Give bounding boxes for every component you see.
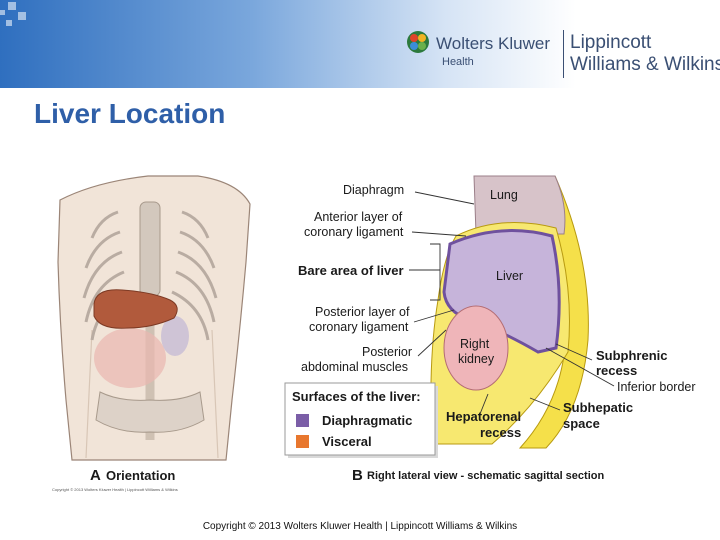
label-hepatorenal: Hepatorenal — [446, 409, 521, 424]
legend-swatch-diaphragmatic — [296, 414, 309, 427]
sagittal-illustration — [430, 175, 589, 449]
figure-b-caption: Right lateral view - schematic sagittal … — [367, 470, 604, 482]
banner-decoration — [18, 12, 26, 20]
banner-decoration — [0, 10, 5, 15]
figure-a-caption: Orientation — [106, 468, 175, 483]
label-diaphragm: Diaphragm — [343, 183, 404, 197]
intestines — [94, 328, 166, 388]
label-liver: Liver — [496, 269, 523, 283]
page-title: Liver Location — [34, 98, 226, 129]
publisher-logo: Wolters Kluwer Health Lippincott William… — [406, 30, 720, 80]
label-subhepatic: Subhepatic — [563, 400, 633, 415]
label-subphrenic: Subphrenic — [596, 348, 668, 363]
pointer-lines — [409, 191, 615, 415]
figure-a-copyright: Copyright © 2013 Wolters Kluwer Health |… — [52, 487, 178, 492]
legend-item-visceral: Visceral — [322, 434, 372, 449]
stomach — [161, 316, 189, 356]
banner-decoration — [6, 20, 12, 26]
legend-item-diaphragmatic: Diaphragmatic — [322, 413, 412, 428]
figure-b-letter: B — [352, 467, 363, 484]
label-kidney: Right — [460, 337, 490, 351]
imprint-line2: Williams & Wilkins — [570, 54, 720, 75]
legend-box — [284, 382, 436, 456]
label-posterior-layer: Posterior layer of — [315, 305, 410, 319]
label-inferior-border: Inferior border — [617, 380, 696, 394]
label-posterior-layer: coronary ligament — [309, 320, 409, 334]
surfaces-legend: Surfaces of the liver: Diaphragmatic Vis… — [284, 382, 438, 458]
wolters-kluwer-logo-icon — [407, 31, 429, 53]
label-hepatorenal: recess — [480, 425, 521, 440]
pelvis — [95, 391, 205, 433]
legend-title: Surfaces of the liver: — [292, 389, 421, 404]
imprint-line1: Lippincott — [570, 32, 652, 53]
rib-cage — [82, 210, 218, 341]
publisher-name: Wolters Kluwer — [436, 34, 550, 53]
label-subhepatic: space — [563, 416, 600, 431]
torso-illustration — [57, 175, 251, 461]
label-lung: Lung — [490, 188, 518, 202]
label-kidney: kidney — [458, 352, 495, 366]
label-posterior-muscles: abdominal muscles — [301, 360, 408, 374]
kidney-shape — [443, 305, 509, 391]
sternum — [139, 201, 161, 297]
footer-copyright: Copyright © 2013 Wolters Kluwer Health |… — [202, 521, 518, 532]
publisher-sub: Health — [442, 56, 474, 68]
label-posterior-muscles: Posterior — [362, 345, 412, 359]
logo-divider — [563, 30, 564, 78]
label-anterior-layer: Anterior layer of — [314, 210, 403, 224]
banner-decoration — [8, 2, 16, 10]
lung-shape — [473, 175, 566, 235]
label-bare-area: Bare area of liver — [298, 263, 404, 278]
label-subphrenic: recess — [596, 363, 637, 378]
figure-a-letter: A — [90, 467, 101, 484]
header-banner — [0, 0, 720, 88]
label-anterior-layer: coronary ligament — [304, 225, 404, 239]
legend-swatch-visceral — [296, 435, 309, 448]
liver-shape — [93, 289, 178, 329]
